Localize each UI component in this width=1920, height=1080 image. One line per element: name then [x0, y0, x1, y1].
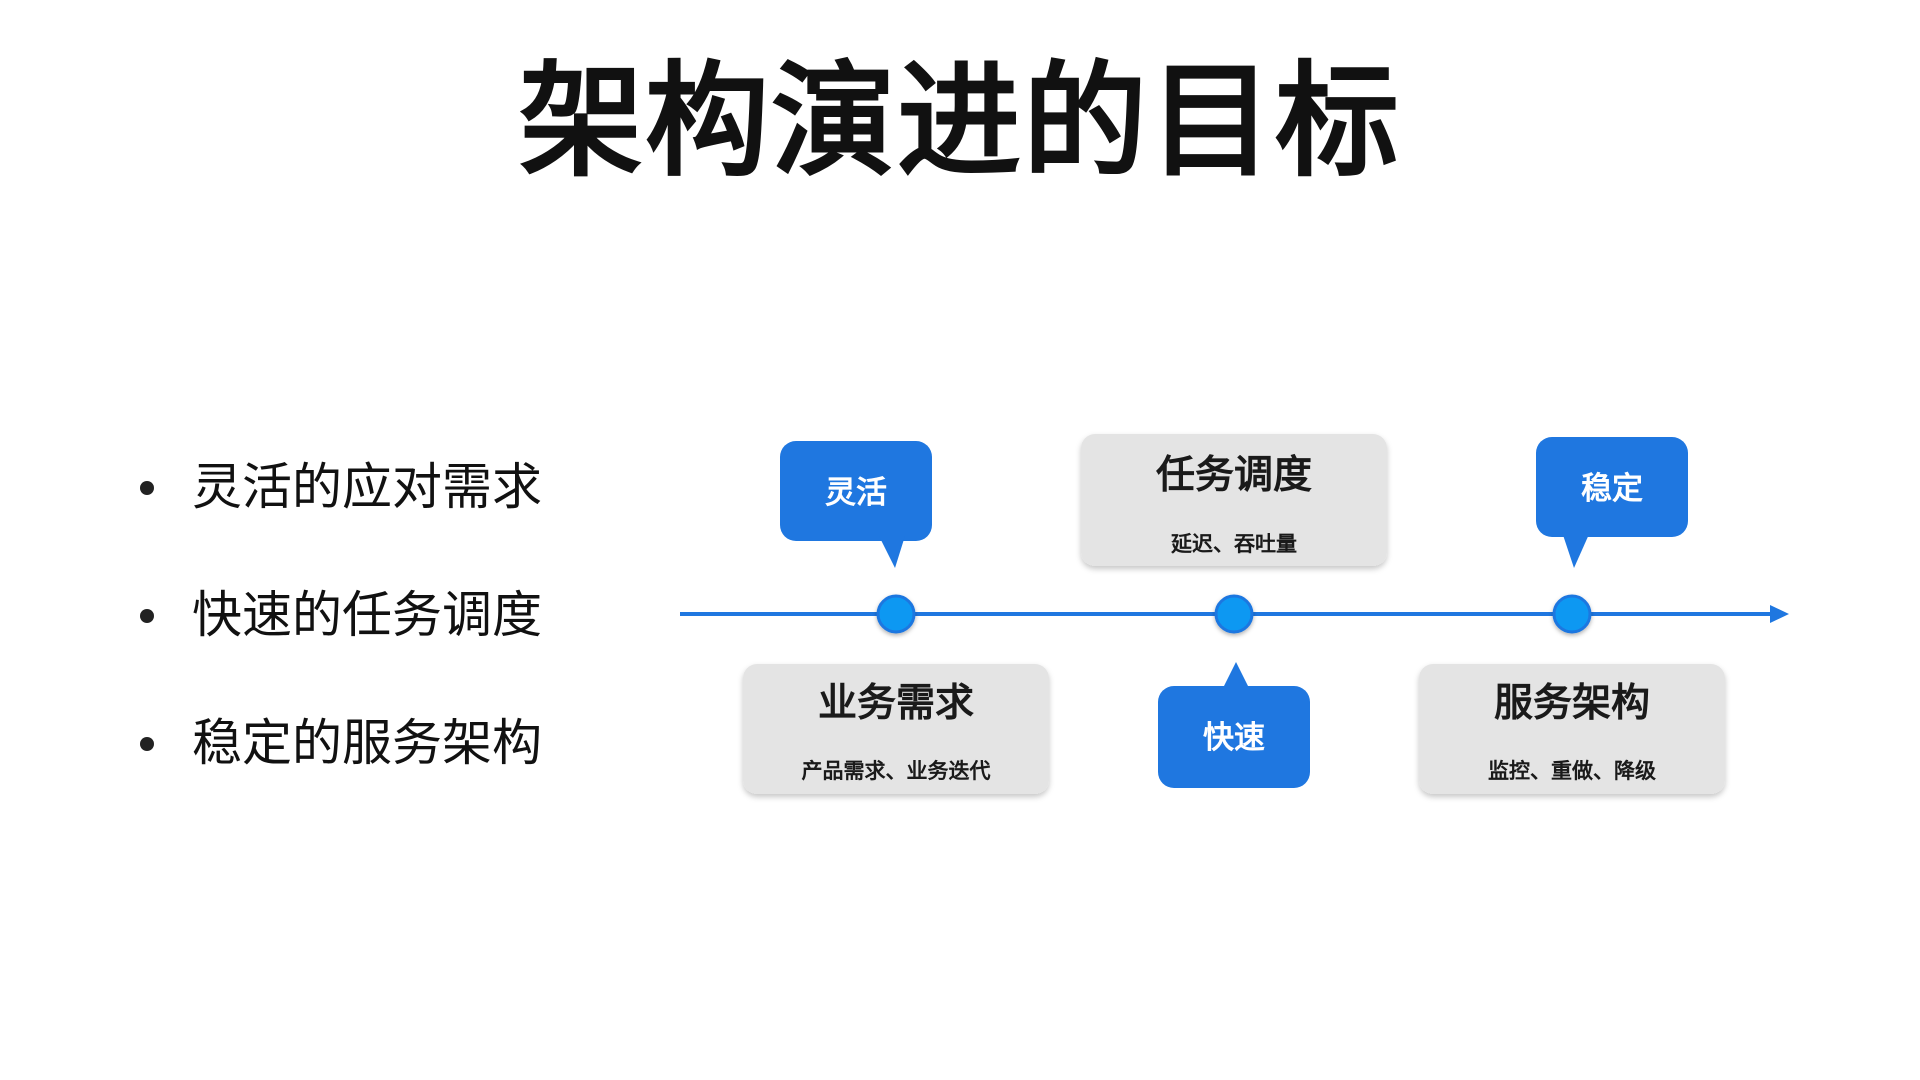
timeline-node	[876, 594, 916, 634]
card-subtitle: 延迟、吞吐量	[1170, 532, 1297, 556]
bullet-dot-icon	[140, 609, 154, 623]
card-task-scheduling: 任务调度 延迟、吞吐量	[1081, 434, 1387, 566]
goal-bullet-list: 灵活的应对需求 快速的任务调度 稳定的服务架构	[140, 452, 542, 836]
bullet-item: 稳定的服务架构	[140, 708, 542, 836]
callout-fast: 快速	[1158, 662, 1310, 788]
bullet-text: 灵活的应对需求	[192, 458, 542, 516]
card-service-architecture: 服务架构 监控、重做、降级	[1419, 664, 1725, 794]
timeline-arrow-icon	[1770, 605, 1789, 623]
bullet-text: 稳定的服务架构	[192, 714, 542, 772]
callout-flexible: 灵活	[780, 441, 932, 568]
callout-stable: 稳定	[1536, 437, 1688, 568]
timeline-node	[1214, 594, 1254, 634]
card-business-requirements: 业务需求 产品需求、业务迭代	[743, 664, 1049, 794]
bullet-item: 灵活的应对需求	[140, 452, 542, 580]
card-title: 服务架构	[1494, 681, 1650, 726]
bullet-item: 快速的任务调度	[140, 580, 542, 708]
card-title: 任务调度	[1156, 453, 1312, 498]
bullet-dot-icon	[140, 737, 154, 751]
slide-title: 架构演进的目标	[518, 50, 1401, 194]
callout-label: 灵活	[825, 475, 887, 511]
callout-label: 快速	[1203, 720, 1265, 756]
callout-label: 稳定	[1581, 471, 1643, 507]
card-subtitle: 产品需求、业务迭代	[802, 759, 991, 783]
bullet-text: 快速的任务调度	[192, 586, 542, 644]
timeline-node	[1552, 594, 1592, 634]
card-title: 业务需求	[818, 681, 974, 726]
bullet-dot-icon	[140, 481, 154, 495]
card-subtitle: 监控、重做、降级	[1488, 759, 1656, 783]
